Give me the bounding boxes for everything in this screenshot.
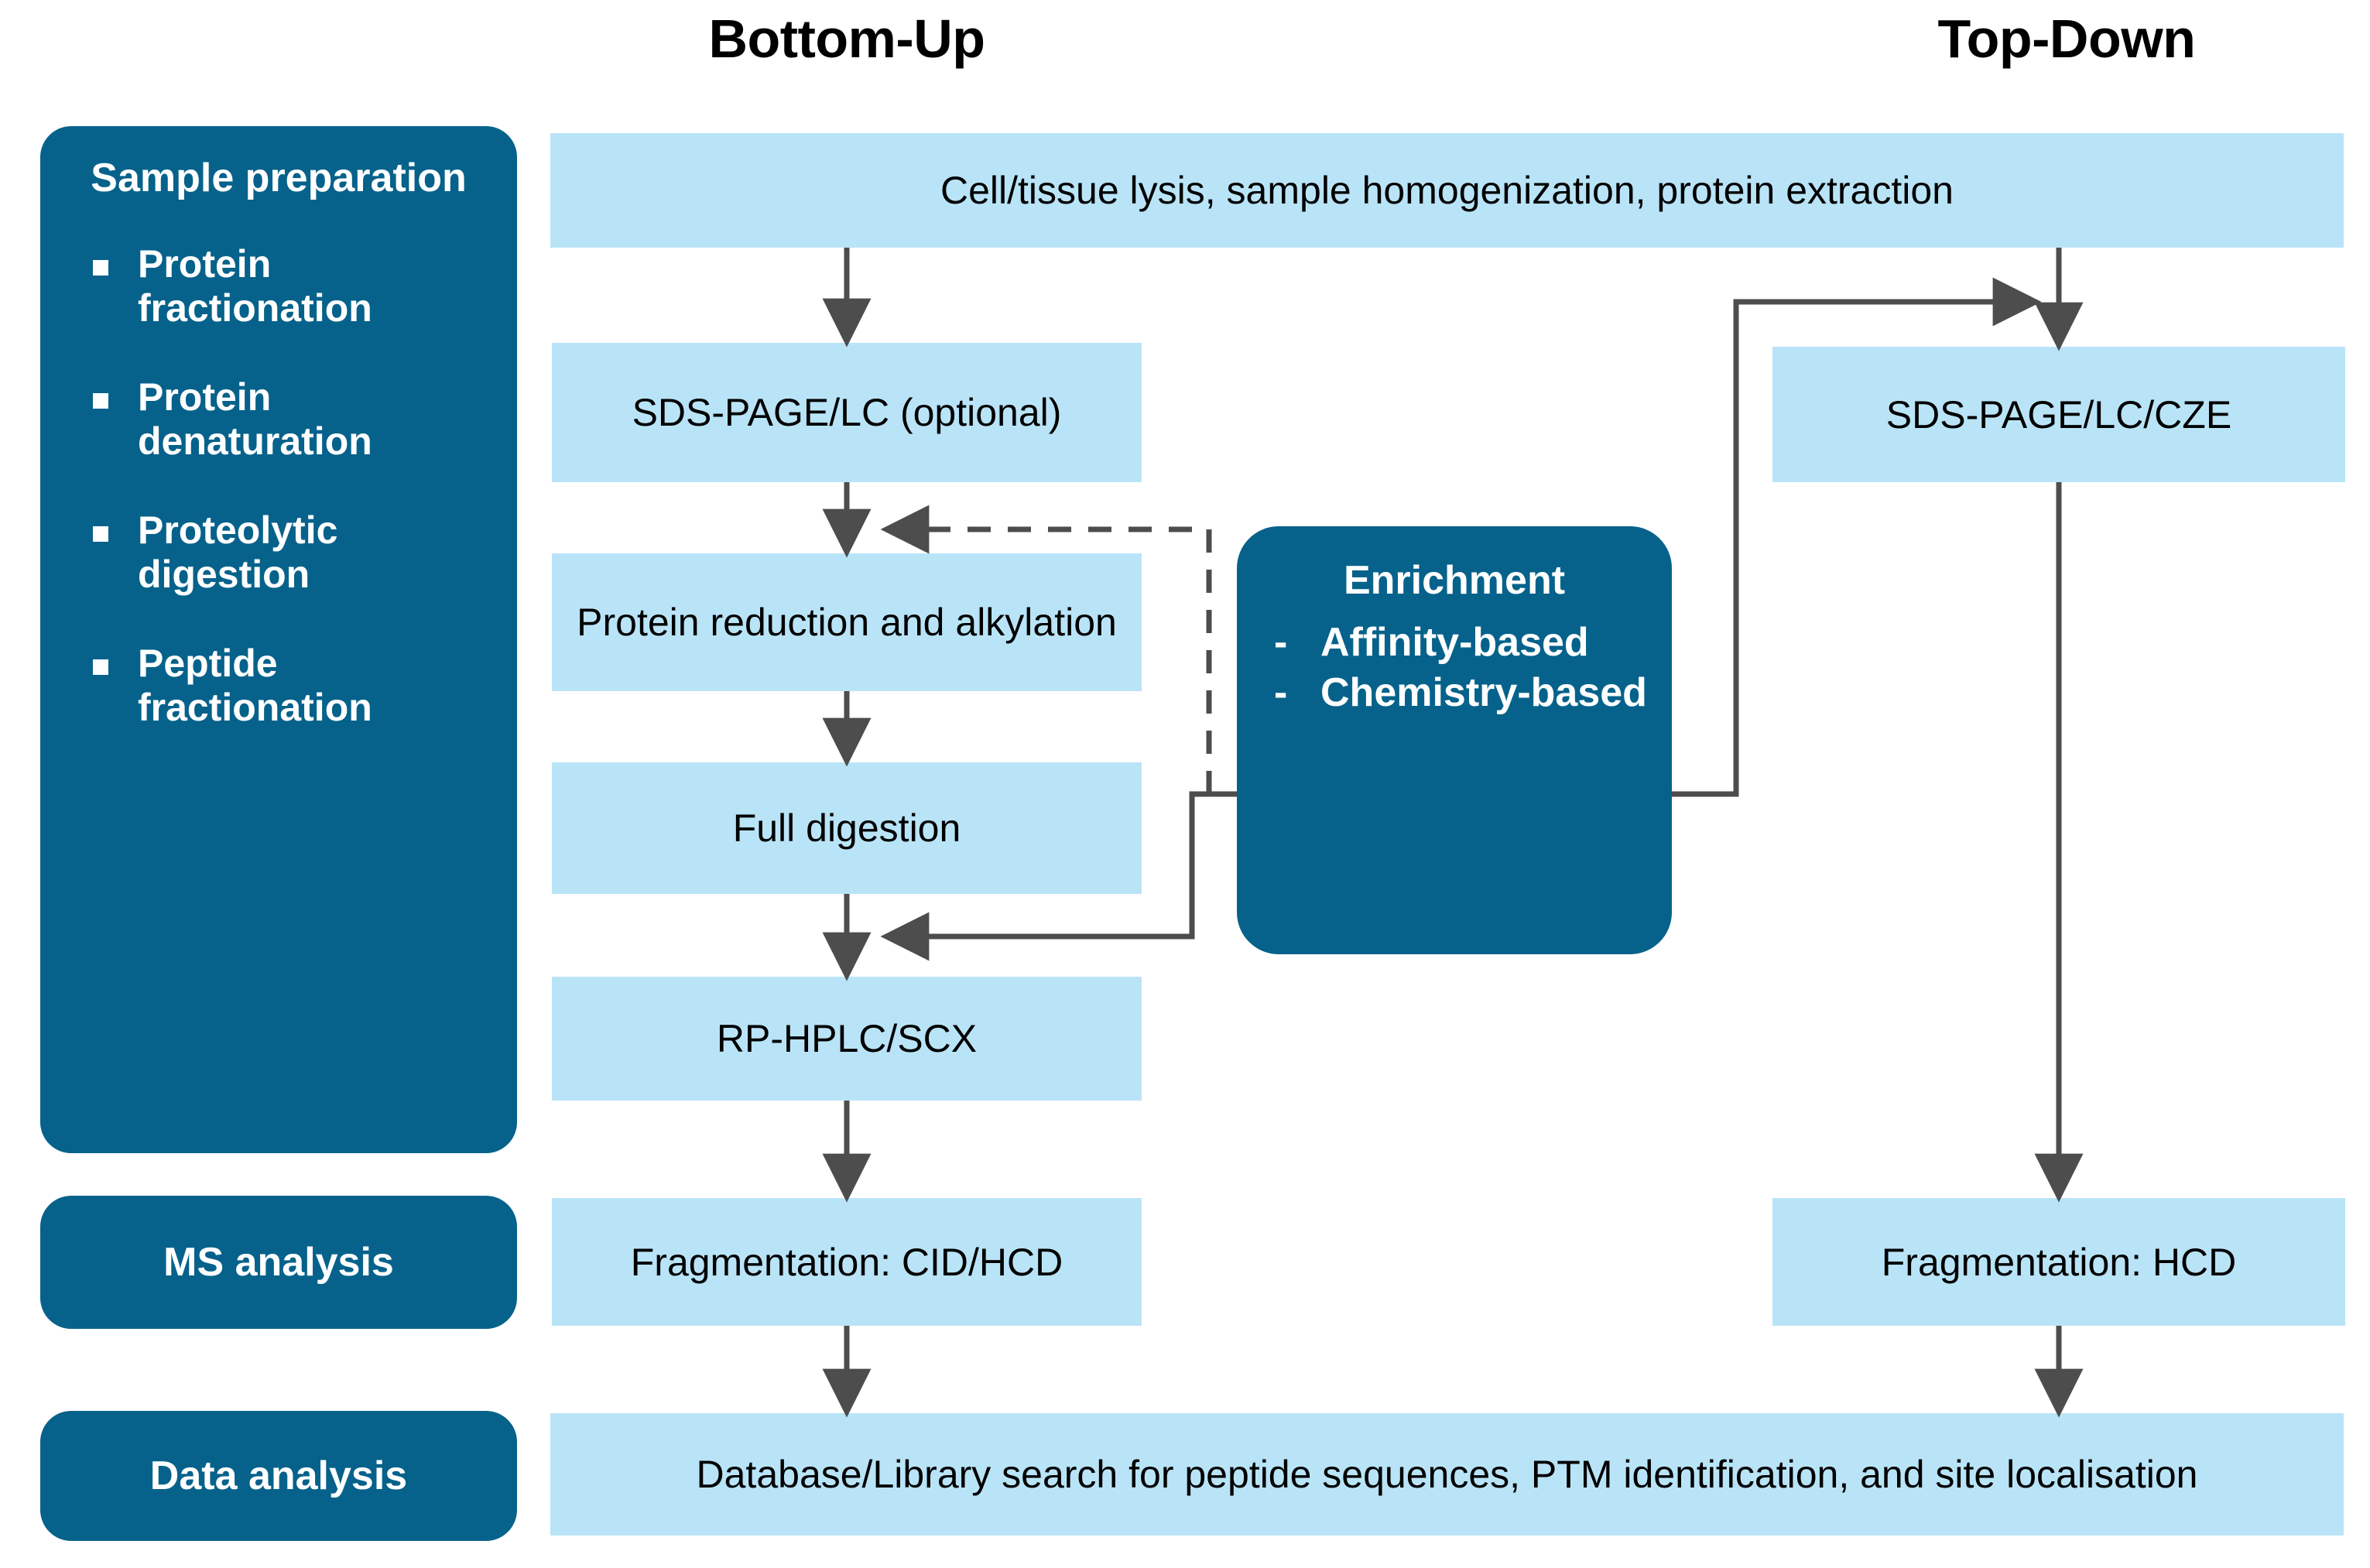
bullet-protein-fractionation: Protein fractionation	[40, 242, 517, 330]
dash-bullet-icon: -	[1274, 620, 1288, 665]
process-box-fragmentation-cid-hcd: Fragmentation: CID/HCD	[552, 1198, 1142, 1326]
bullet-peptide-fractionation: Peptide fractionation	[40, 642, 517, 730]
column-header-top-down: Top-Down	[1937, 9, 2196, 69]
process-box-lysis: Cell/tissue lysis, sample homogenization…	[550, 133, 2344, 248]
stage-title-sample-preparation: Sample preparation	[91, 156, 467, 200]
process-box-protein-reduction-alkylation: Protein reduction and alkylation	[552, 553, 1142, 691]
stage-panel-sample-preparation: Sample preparation Protein fractionation…	[40, 126, 517, 1153]
square-bullet-icon	[93, 393, 108, 409]
enrichment-option-label: Affinity-based	[1320, 620, 1589, 665]
bullet-protein-denaturation: Protein denaturation	[40, 375, 517, 464]
process-box-sdspage-lc-cze: SDS-PAGE/LC/CZE	[1772, 347, 2345, 482]
bullet-proteolytic-digestion: Proteolytic digestion	[40, 508, 517, 597]
column-header-bottom-up: Bottom-Up	[708, 9, 985, 69]
bullet-label: Proteolytic digestion	[138, 508, 338, 597]
bullet-label: Protein denaturation	[138, 375, 372, 464]
square-bullet-icon	[93, 659, 108, 676]
square-bullet-icon	[93, 260, 108, 276]
stage-panel-data-analysis: Data analysis	[40, 1411, 517, 1541]
square-bullet-icon	[93, 526, 108, 543]
bullet-label: Protein fractionation	[138, 242, 372, 330]
process-box-sdspage-lc: SDS-PAGE/LC (optional)	[552, 343, 1142, 482]
process-box-rp-hplc-scx: RP-HPLC/SCX	[552, 977, 1142, 1101]
process-box-full-digestion: Full digestion	[552, 762, 1142, 894]
enrichment-title: Enrichment	[1343, 558, 1566, 603]
enrichment-panel: Enrichment - Affinity-based - Chemistry-…	[1237, 526, 1672, 954]
bullet-label: Peptide fractionation	[138, 642, 372, 730]
process-box-database-library-search: Database/Library search for peptide sequ…	[550, 1413, 2344, 1535]
enrichment-option-chemistry-based: - Chemistry-based	[1237, 670, 1672, 716]
enrichment-option-affinity-based: - Affinity-based	[1237, 620, 1672, 665]
enrichment-option-label: Chemistry-based	[1320, 670, 1647, 716]
process-box-fragmentation-hcd: Fragmentation: HCD	[1772, 1198, 2345, 1326]
sample-preparation-bullet-list: Protein fractionation Protein denaturati…	[40, 242, 517, 730]
dash-bullet-icon: -	[1274, 670, 1288, 716]
stage-panel-ms-analysis: MS analysis	[40, 1196, 517, 1329]
